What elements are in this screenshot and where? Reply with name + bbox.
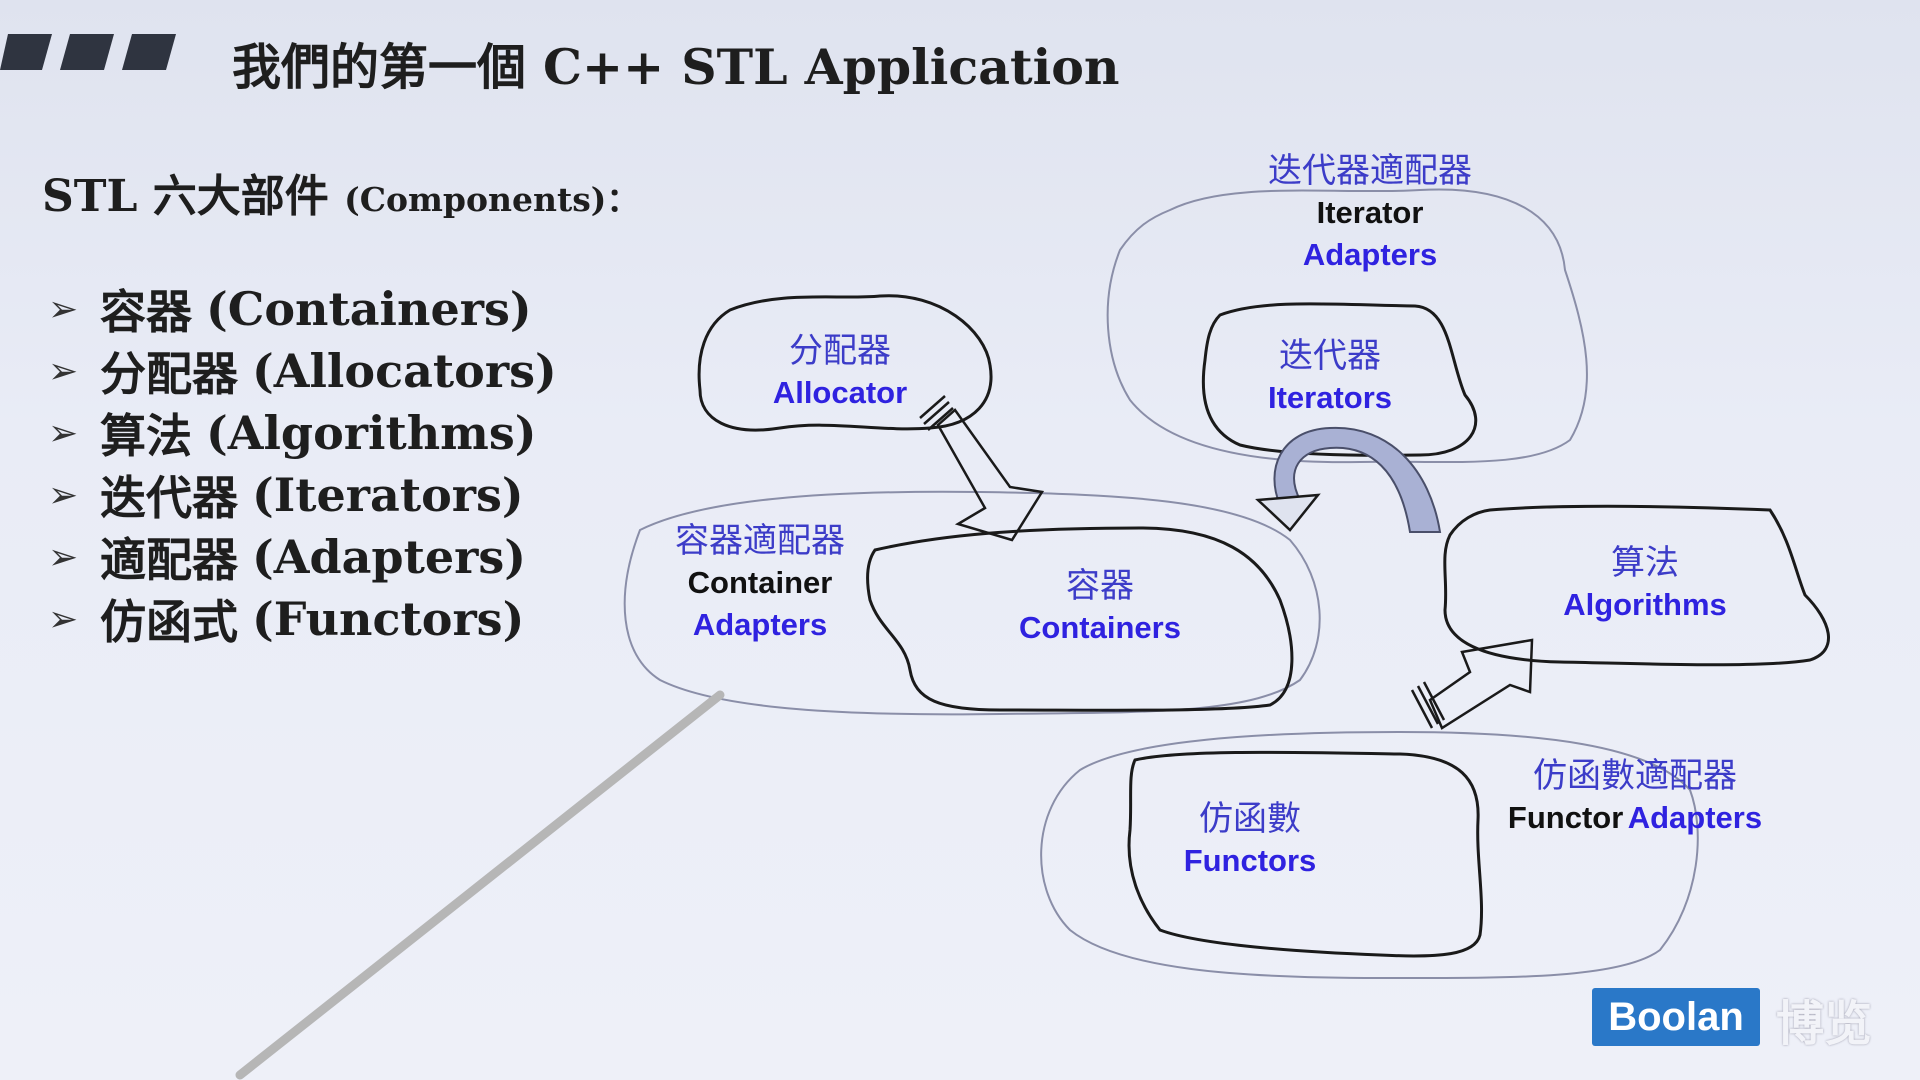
algorithms-label: 算法 Algorithms (1563, 543, 1727, 622)
bullet-arrow-icon: ➢ (48, 412, 79, 454)
container-adapters-label: 容器適配器 Container Adapters (675, 521, 845, 642)
containers-label: 容器 Containers (1019, 566, 1181, 645)
iterators-cloud (1201, 302, 1478, 457)
allocator-label: 分配器 Allocator (772, 331, 908, 410)
pointer-stick (235, 690, 725, 1080)
functors-to-algorithms-arrow (1410, 638, 1534, 730)
algorithms-cloud (1443, 504, 1830, 667)
bullet-arrow-icon: ➢ (48, 536, 79, 578)
functor-adapters-label: 仿函數適配器 Functor Adapters (1507, 756, 1763, 835)
functors-label: 仿函數 Functors (1183, 799, 1317, 878)
boolan-logo-chinese: 博览 (1776, 996, 1873, 1052)
boolan-logo: Boolan (1592, 988, 1760, 1046)
subtitle-main: STL 六大部件 (42, 171, 329, 222)
iterators-to-containers-arrow (1255, 426, 1442, 533)
list-item: ➢迭代器(Iterators) (48, 468, 524, 525)
container-adapters-cloud (623, 490, 1321, 716)
allocator-to-containers-arrow (919, 395, 1045, 542)
subtitle: STL 六大部件 (Components)： (42, 160, 639, 224)
title-decoration (0, 34, 176, 70)
bullet-arrow-icon: ➢ (48, 598, 79, 640)
iterator-adapters-label: 迭代器適配器 Iterator Adapters (1268, 151, 1472, 272)
list-item: ➢仿函式(Functors) (48, 592, 525, 649)
iterator-adapters-cloud (1106, 188, 1588, 464)
bullet-arrow-icon: ➢ (48, 474, 79, 516)
bullet-arrow-icon: ➢ (48, 288, 79, 330)
list-item: ➢容器(Containers) (48, 282, 532, 339)
allocator-cloud (697, 294, 993, 432)
component-list: ➢容器(Containers) ➢分配器(Allocators) ➢算法(Alg… (48, 278, 557, 650)
slide-title: 我們的第一個 C++ STL Application (232, 38, 1120, 96)
functor-adapters-cloud (1040, 730, 1699, 980)
functors-cloud (1127, 750, 1483, 958)
list-item: ➢分配器(Allocators) (48, 344, 557, 401)
bullet-arrow-icon: ➢ (48, 350, 79, 392)
iterators-label: 迭代器 Iterators (1267, 336, 1393, 415)
list-item: ➢適配器(Adapters) (48, 530, 527, 587)
containers-cloud (866, 526, 1294, 712)
list-item: ➢算法(Algorithms) (48, 406, 537, 463)
subtitle-small: (Components)： (344, 180, 640, 219)
